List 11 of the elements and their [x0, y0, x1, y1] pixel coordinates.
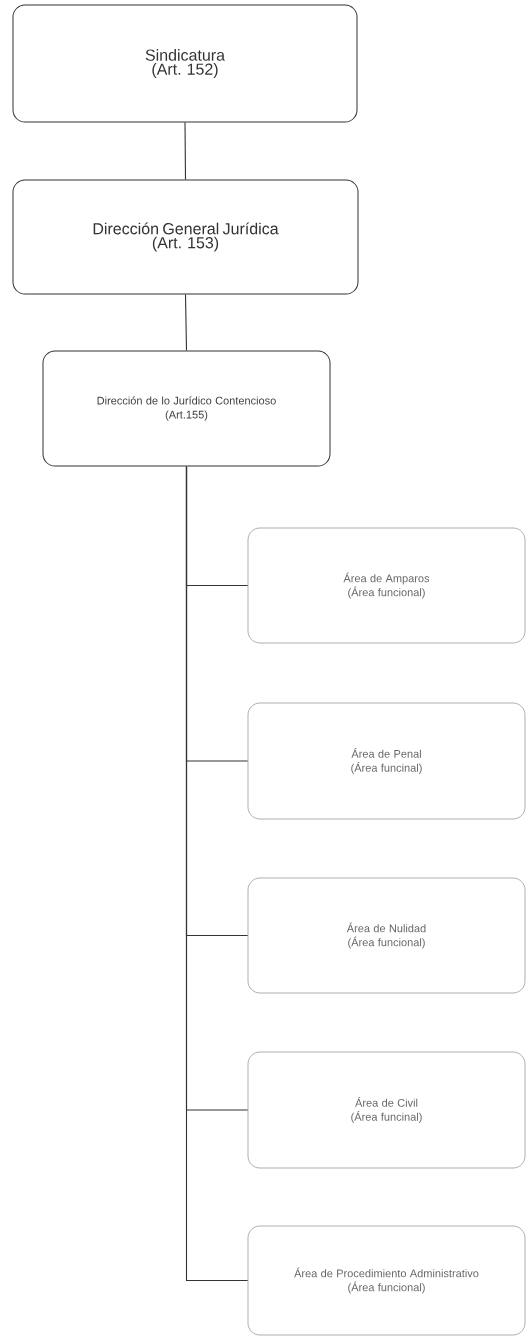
area-box: Área de Nulidad (Área funcional): [247, 877, 526, 994]
area-box: Área de Civil (Área funcinal): [247, 1051, 526, 1169]
area-box: Área de Amparos (Área funcional): [247, 527, 526, 644]
area-box: Área de Procedimiento Administrativo (Área funcional): [247, 1225, 526, 1336]
area-box: Área de Penal (Área funcinal): [247, 702, 526, 820]
unit-box: Sindicatura (Art. 152): [12, 4, 358, 123]
unit-box: Dirección de lo Jurídico Contencioso (Art.155): [42, 350, 331, 467]
unit-box: Dirección General Jurídica (Art. 153): [12, 179, 359, 295]
connector-line: [184, 293, 188, 352]
connector-line: [185, 465, 249, 1282]
connector-line: [184, 121, 187, 181]
